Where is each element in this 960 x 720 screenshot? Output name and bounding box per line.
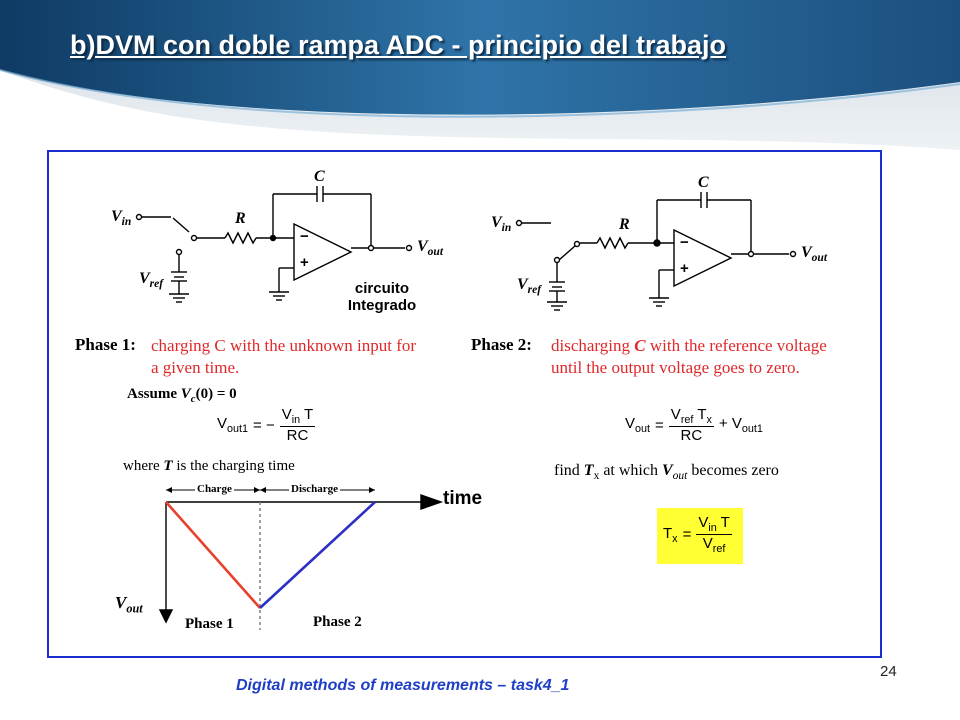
result-highlight — [657, 508, 743, 564]
c1-resistor-label: R — [235, 210, 246, 227]
c2-minus-sign: − — [680, 234, 689, 251]
phase2-find-note: find Tx at which Vout becomes zero — [554, 462, 779, 483]
schematics-and-waveform — [135, 186, 797, 630]
c2-vref-label: Vref — [517, 276, 542, 297]
c1-vin-label: Vin — [111, 208, 132, 229]
c2-capacitor-label: C — [698, 174, 709, 191]
c2-vin-label: Vin — [491, 214, 512, 235]
vout-axis-label: Vout — [115, 593, 143, 616]
discharge-span-label: Discharge — [289, 483, 341, 495]
c1-vout-label: Vout — [417, 238, 444, 259]
slide-title: b)DVM con doble rampa ADC - principio de… — [70, 30, 727, 60]
c1-minus-sign: − — [300, 228, 309, 245]
page-number: 24 — [880, 663, 897, 680]
time-axis-label: time — [443, 488, 483, 509]
phase2-waveform-label: Phase 2 — [313, 614, 362, 630]
c1-plus-sign: + — [300, 254, 309, 271]
c1-vref-label: Vref — [139, 270, 164, 291]
slide-footer: Digital methods of measurements – task4_… — [236, 677, 570, 694]
phase1-waveform-label: Phase 1 — [185, 616, 234, 632]
c2-plus-sign: + — [680, 260, 689, 277]
phase2-description: discharging C with the reference voltage… — [551, 336, 827, 377]
phase2-heading: Phase 2: — [471, 335, 532, 354]
c1-capacitor-label: C — [314, 168, 325, 185]
phase1-where-note: where T is the charging time — [123, 458, 295, 474]
c2-vout-label: Vout — [801, 244, 828, 265]
charge-span-label: Charge — [195, 483, 234, 495]
phase1-assumption: Assume Vc(0) = 0 — [127, 386, 237, 405]
phase1-heading: Phase 1: — [75, 335, 136, 354]
c2-resistor-label: R — [619, 216, 630, 233]
